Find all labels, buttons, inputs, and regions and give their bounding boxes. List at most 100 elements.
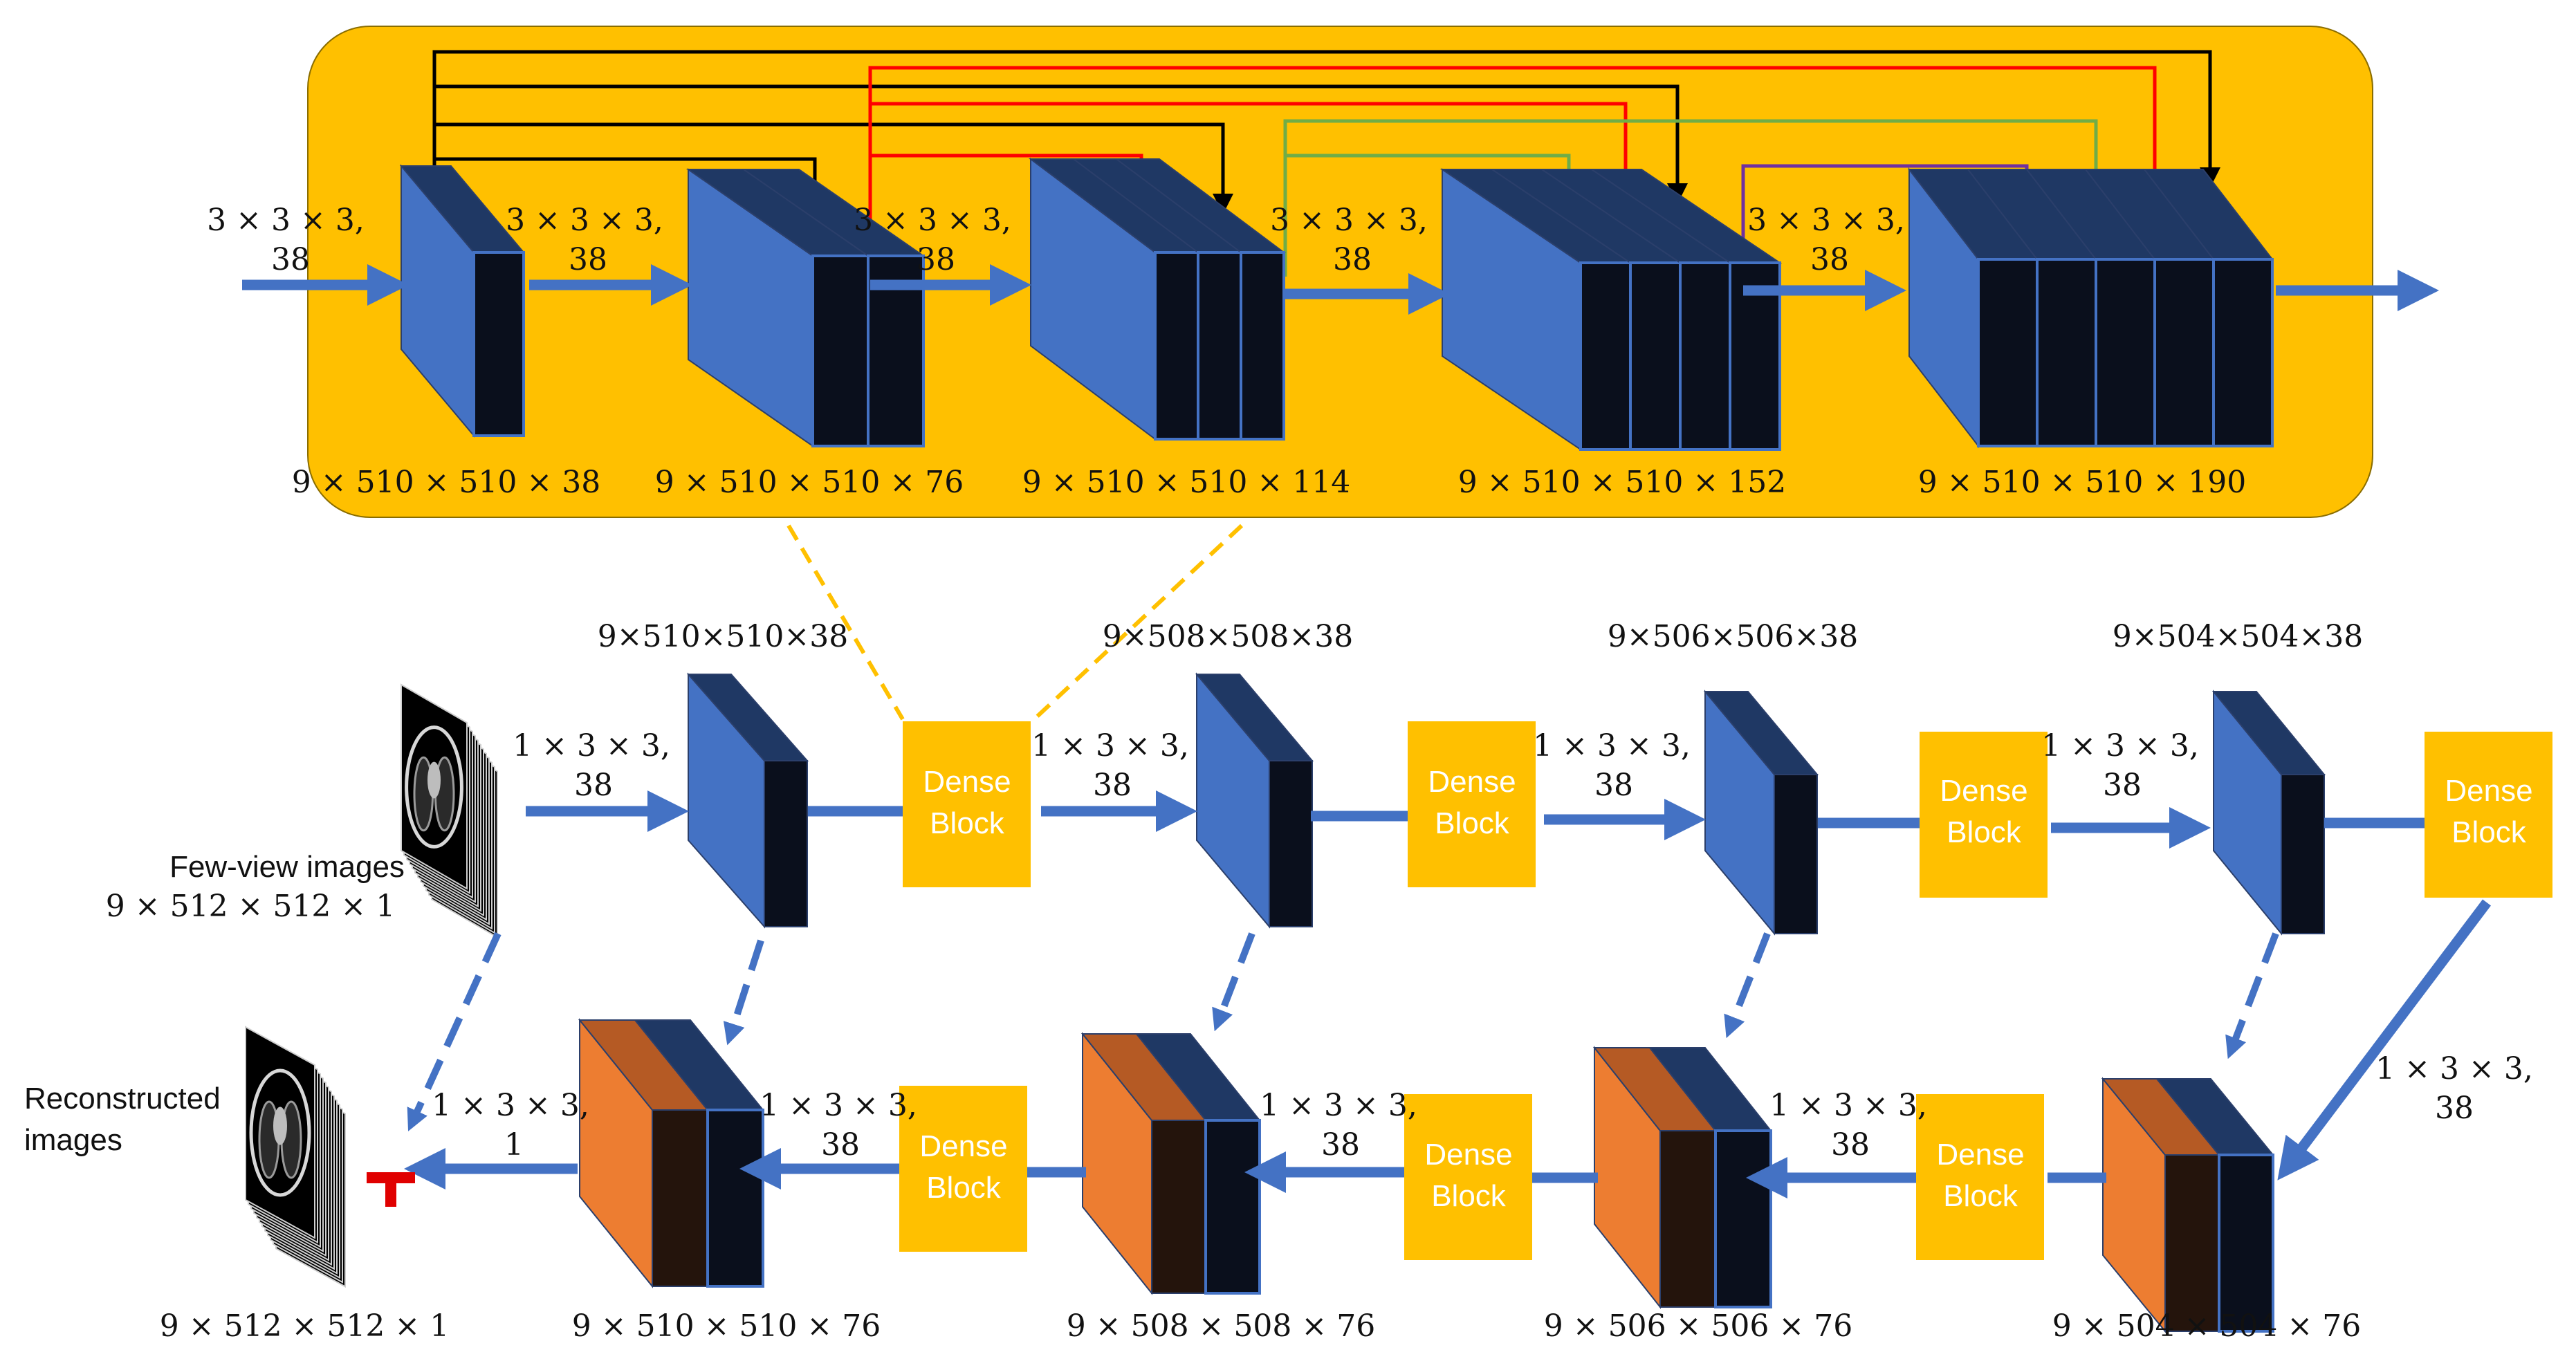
dec-block-1-navy-front	[706, 1109, 764, 1288]
input-stack-body-outline	[405, 725, 463, 849]
dec-block-3-navy-front	[1714, 1129, 1772, 1308]
dec-block-4-orange-front	[2164, 1154, 2220, 1332]
detail-dim-1: 9 × 510 × 510 × 38	[292, 465, 600, 500]
zoom-lines	[786, 524, 1244, 721]
detail-block-4-front-2	[1679, 261, 1731, 451]
enc-block-2	[1195, 672, 1314, 929]
svg-text:Dense: Dense	[1424, 1138, 1512, 1172]
detail-block-4-front-1	[1629, 261, 1682, 451]
skip-enc3-to-dec3	[1724, 932, 1771, 1039]
enc-block-3	[1703, 689, 1819, 936]
detail-block-2-front-0	[811, 254, 870, 447]
detail-arrows	[242, 264, 2440, 315]
enc-kernel-4-line2: 38	[2103, 768, 2142, 803]
enc-block-4-front	[2281, 774, 2325, 934]
detail-block-5-front-2	[2095, 258, 2156, 447]
detail-block-5-front-1	[2036, 258, 2097, 447]
detail-block-3-front-0	[1154, 251, 1199, 441]
detail-kernel-5-line2: 38	[1810, 242, 1849, 277]
enc-kernel-2-line2: 38	[1093, 768, 1132, 803]
detail-block-3-front-2	[1240, 251, 1285, 441]
dec-block-3-orange-front	[1659, 1130, 1716, 1308]
enc-dim-1: 9×510×510×38	[598, 619, 849, 654]
detail-block-5-front-4	[2212, 258, 2274, 447]
enc-block-4	[2211, 689, 2326, 936]
detail-kernel-2-line1: 3 × 3 × 3,	[506, 203, 663, 238]
detail-kernel-3-line2: 38	[917, 242, 955, 277]
reconstructed-images-stack	[245, 1026, 346, 1288]
dec-dim-1: 9 × 510 × 510 × 76	[572, 1308, 881, 1344]
enc-dim-4: 9×504×504×38	[2113, 619, 2364, 654]
svg-text:Block: Block	[1943, 1179, 2018, 1213]
dense-blocks: Dense Block Dense Block Dense Block Dens…	[899, 721, 2552, 1260]
detail-block-5-front-0	[1977, 258, 2039, 447]
dec-kernel-3-line2: 38	[1831, 1127, 1870, 1163]
dec-kernel-1-line1: 1 × 3 × 3,	[760, 1088, 917, 1123]
dec-dim-4: 9 × 504 × 504 × 76	[2052, 1308, 2361, 1344]
detail-kernel-5-line1: 3 × 3 × 3,	[1747, 203, 1905, 238]
dec-kernel-3-line1: 1 × 3 × 3,	[1769, 1088, 1927, 1123]
output-stack-heart	[273, 1107, 287, 1145]
dense-block-enc-4: Dense Block	[2425, 732, 2552, 898]
dense-block-enc-3: Dense Block	[1920, 732, 2048, 898]
detail-kernel-4-line1: 3 × 3 × 3,	[1270, 203, 1428, 238]
skip-enc2-to-dec2	[1212, 932, 1255, 1032]
svg-text:Block: Block	[930, 806, 1005, 840]
skip-input-to-output	[407, 932, 502, 1131]
enc-dim-3: 9×506×506×38	[1608, 619, 1859, 654]
enc-kernel-1-line2: 38	[574, 768, 613, 803]
dec-block-1	[578, 1018, 765, 1288]
dec-kernel-out-line1: 1 × 3 × 3,	[432, 1088, 589, 1123]
detail-block-4-front-3	[1729, 261, 1781, 451]
output-stack-body-outline	[249, 1068, 311, 1197]
svg-text:Block: Block	[926, 1171, 1002, 1205]
arrow-dense4-to-dec4	[2277, 899, 2491, 1181]
dec-block-2-orange-front	[1151, 1120, 1206, 1294]
enc-block-3-front	[1774, 774, 1818, 934]
detail-kernel-3-line1: 3 × 3 × 3,	[854, 203, 1011, 238]
output-dims: 9 × 512 × 512 × 1	[160, 1308, 449, 1344]
detail-block-4-front-0	[1579, 261, 1632, 451]
dec-kernel-out-line2: 1	[504, 1127, 524, 1163]
detail-block-1-front-0	[472, 251, 525, 437]
enc-block-1	[686, 672, 809, 929]
detail-kernel-1-line2: 38	[271, 242, 310, 277]
detail-block-5	[1907, 167, 2274, 448]
dec-kernel-4-line2: 38	[2435, 1091, 2474, 1126]
zoom-line-right	[1032, 524, 1244, 721]
main-labels: 9×510×510×38 9×508×508×38 9×506×506×38 9…	[24, 619, 2533, 1344]
detail-block-2	[686, 168, 926, 447]
dec-block-4	[2101, 1077, 2275, 1333]
detail-block-1	[399, 164, 526, 438]
dense-block-enc-2: Dense Block	[1408, 721, 1536, 887]
enc-block-1-front	[764, 760, 808, 927]
detail-kernel-labels: 3 × 3 × 3, 38 3 × 3 × 3, 38 3 × 3 × 3, 3…	[207, 203, 1905, 277]
dec-dim-2: 9 × 508 × 508 × 76	[1067, 1308, 1375, 1344]
zoom-line-left	[786, 524, 905, 721]
detail-kernel-4-line2: 38	[1333, 242, 1372, 277]
output-label-line2: images	[24, 1123, 122, 1157]
svg-text:Block: Block	[1947, 815, 2022, 849]
svg-text:Dense: Dense	[1940, 774, 2027, 808]
detail-dim-4: 9 × 510 × 510 × 152	[1458, 465, 1786, 500]
dec-kernel-2-line1: 1 × 3 × 3,	[1260, 1088, 1417, 1123]
enc-dim-2: 9×508×508×38	[1103, 619, 1354, 654]
input-dims: 9 × 512 × 512 × 1	[106, 889, 395, 924]
detail-block-3-front-1	[1197, 251, 1242, 441]
svg-text:Dense: Dense	[923, 765, 1011, 799]
dense-block-dec-2: Dense Block	[1404, 1094, 1532, 1260]
svg-text:Dense: Dense	[2445, 774, 2532, 808]
detail-block-3	[1029, 158, 1286, 441]
enc-block-2-front	[1269, 760, 1313, 927]
detail-block-5-front-3	[2153, 258, 2215, 447]
dense-block-dec-3: Dense Block	[1916, 1094, 2044, 1260]
enc-kernel-3-line1: 1 × 3 × 3,	[1533, 728, 1691, 763]
enc-kernel-2-line1: 1 × 3 × 3,	[1031, 728, 1189, 763]
skip-enc1-to-dec1	[723, 939, 764, 1046]
dense-block-enc-1: Dense Block	[903, 721, 1031, 887]
dec-kernel-1-line2: 38	[821, 1127, 860, 1163]
dec-block-3	[1592, 1046, 1773, 1309]
svg-text:Block: Block	[2451, 815, 2527, 849]
detail-block-2-front-1	[867, 254, 925, 447]
output-label-line1: Reconstructed	[24, 1082, 221, 1116]
